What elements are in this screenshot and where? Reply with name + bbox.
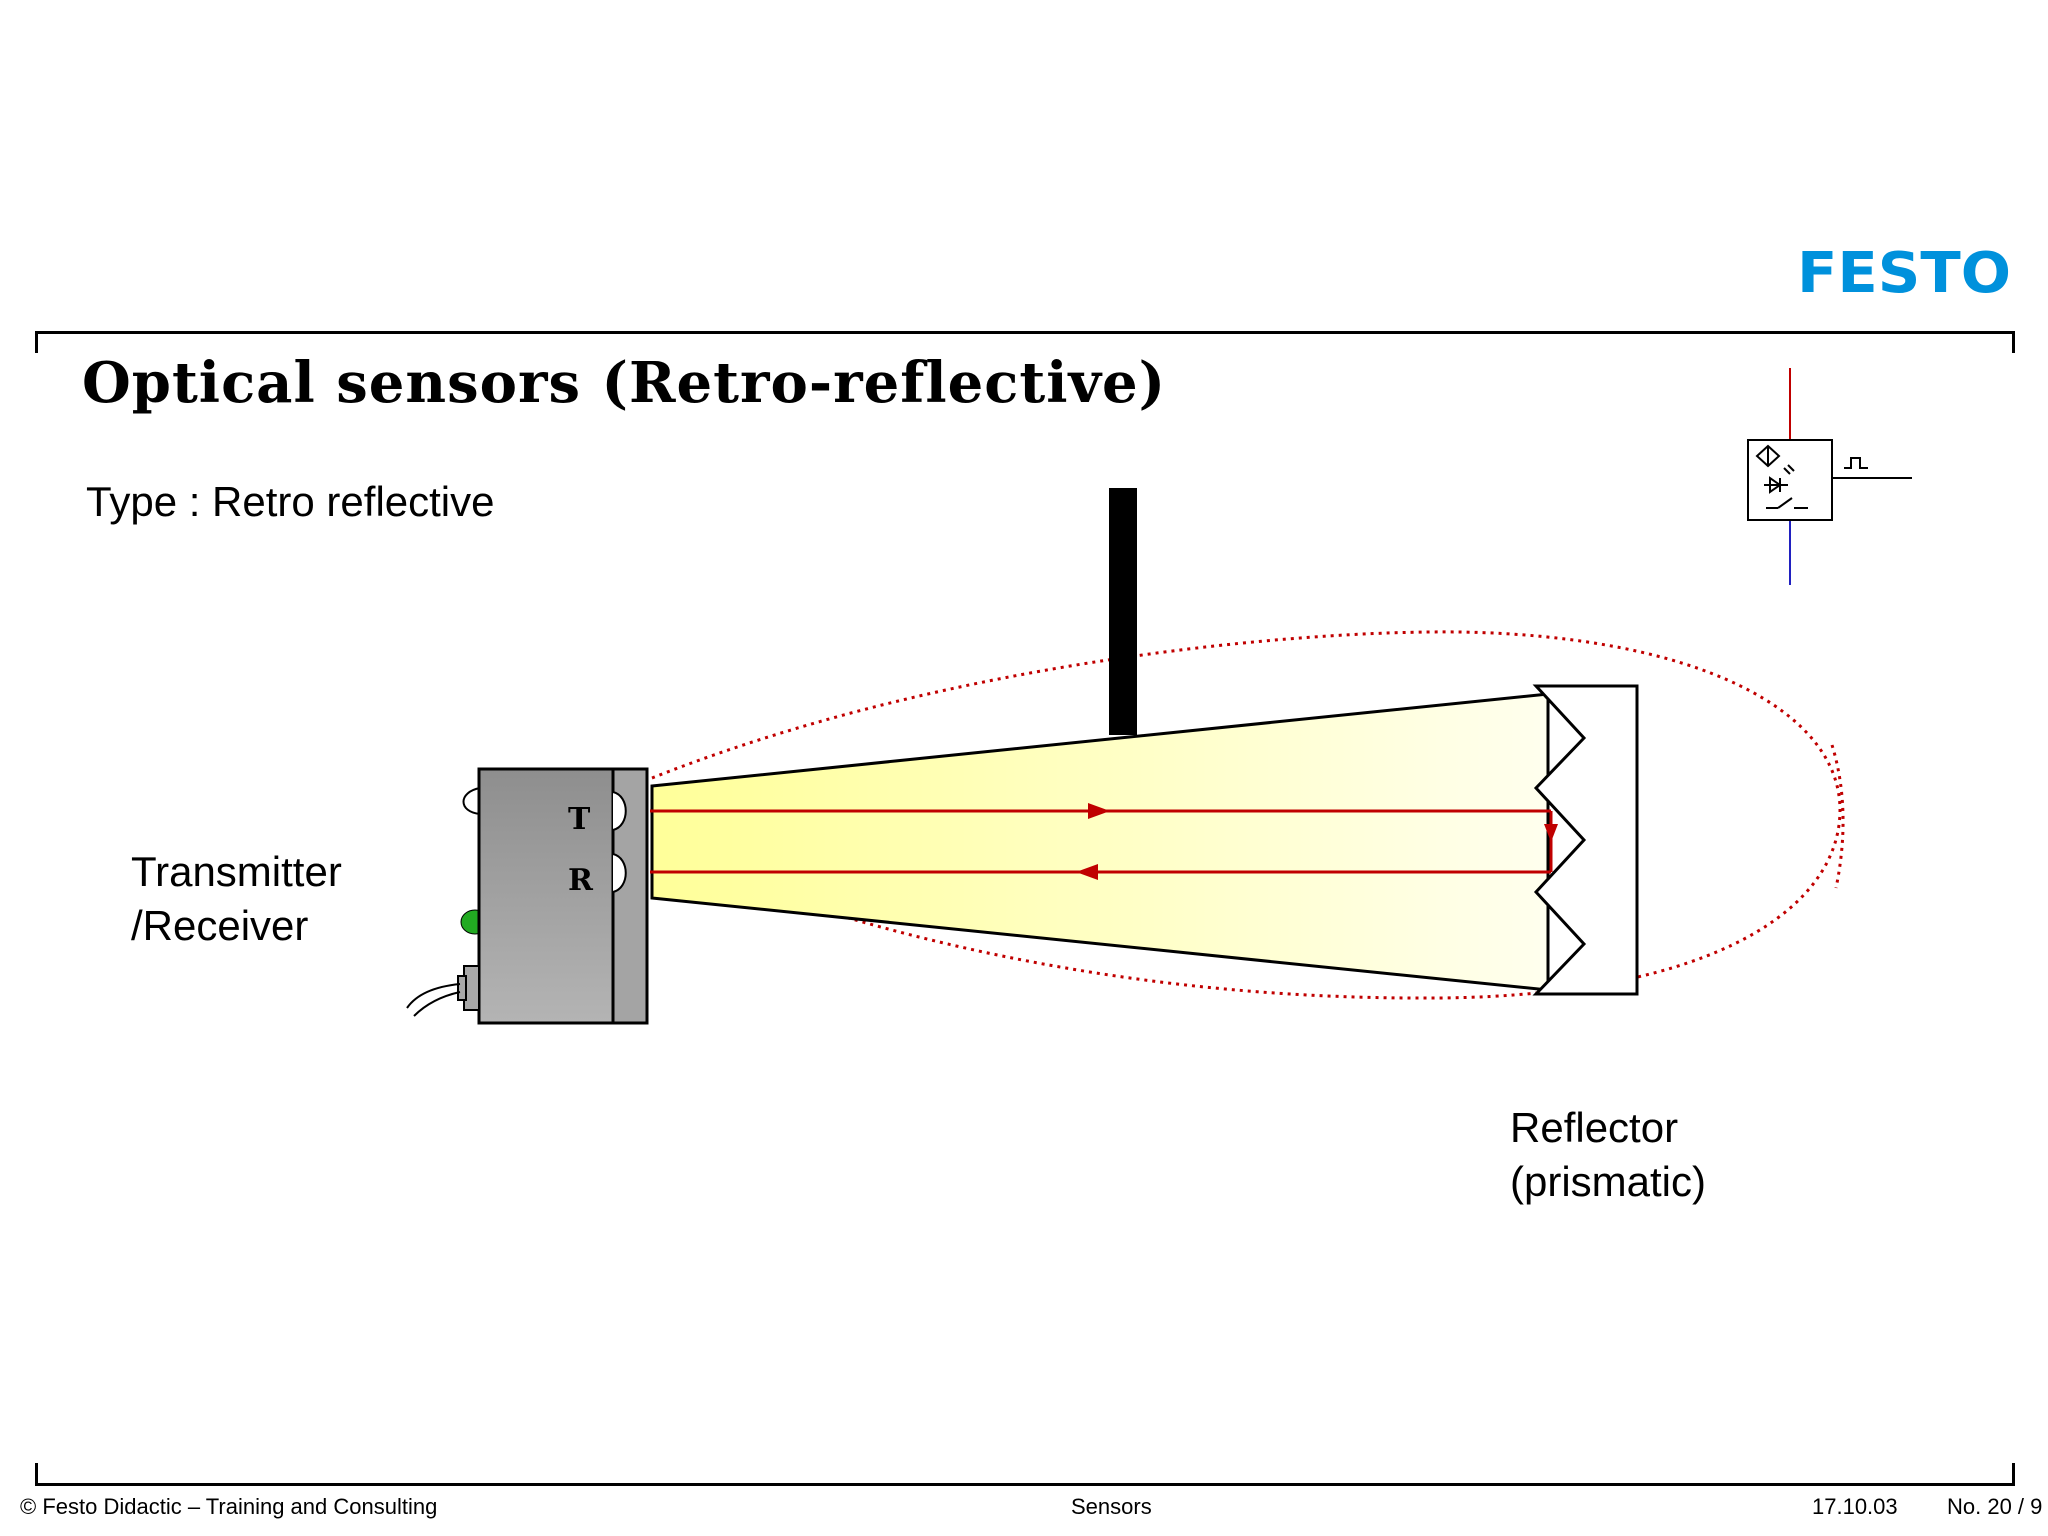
reflector-label: Reflector (prismatic): [1510, 1101, 1706, 1209]
footer-rule: [35, 1483, 2015, 1486]
receiver-letter: R: [568, 863, 594, 898]
footer-rule-left-tick: [35, 1463, 38, 1485]
transmitter-label-line1: Transmitter: [131, 848, 342, 895]
footer-copyright: © Festo Didactic – Training and Consulti…: [20, 1494, 438, 1519]
footer-rule-right-tick: [2012, 1463, 2015, 1485]
emitter-letter: T: [568, 802, 591, 837]
slide-title: Optical sensors (Retro-reflective): [82, 350, 1167, 416]
header-rule: [35, 331, 2015, 334]
light-cone: [650, 692, 1550, 992]
reflector-label-line1: Reflector: [1510, 1104, 1679, 1151]
festo-logo: FESTO: [1797, 244, 2011, 300]
transmitter-label: Transmitter /Receiver: [131, 845, 342, 953]
sensor-circuit-symbol: [1747, 368, 1912, 585]
footer-topic: Sensors: [1071, 1494, 1152, 1519]
slide-subtitle: Type : Retro reflective: [86, 478, 495, 525]
footer-date: 17.10.03: [1812, 1494, 1898, 1519]
receiver-lens: [612, 853, 627, 893]
reflector-label-line2: (prismatic): [1510, 1158, 1706, 1205]
header-rule-right-tick: [2012, 331, 2015, 353]
emitted-beam-arrow: [1088, 803, 1110, 819]
sensor-body: [477, 767, 615, 1025]
object-bar: [1109, 488, 1137, 735]
returned-beam-arrow: [1076, 864, 1098, 880]
header-rule-left-tick: [35, 331, 38, 353]
cable-connector-tip: [457, 975, 467, 1001]
detection-zone-outline: [651, 630, 1842, 1000]
footer-page-number: No. 20 / 9: [1947, 1494, 2043, 1519]
reflection-beam-arrow: [1544, 824, 1558, 842]
cable: [406, 983, 461, 1009]
transmitter-label-line2: /Receiver: [131, 902, 309, 949]
svg-text:FESTO: FESTO: [1797, 244, 2011, 300]
detection-zone-end-arc: [1830, 744, 1845, 889]
emitter-lens: [612, 791, 627, 831]
prismatic-reflector: [1532, 684, 1639, 996]
cable-2: [413, 991, 461, 1017]
mounting-lug-top: [462, 787, 481, 815]
